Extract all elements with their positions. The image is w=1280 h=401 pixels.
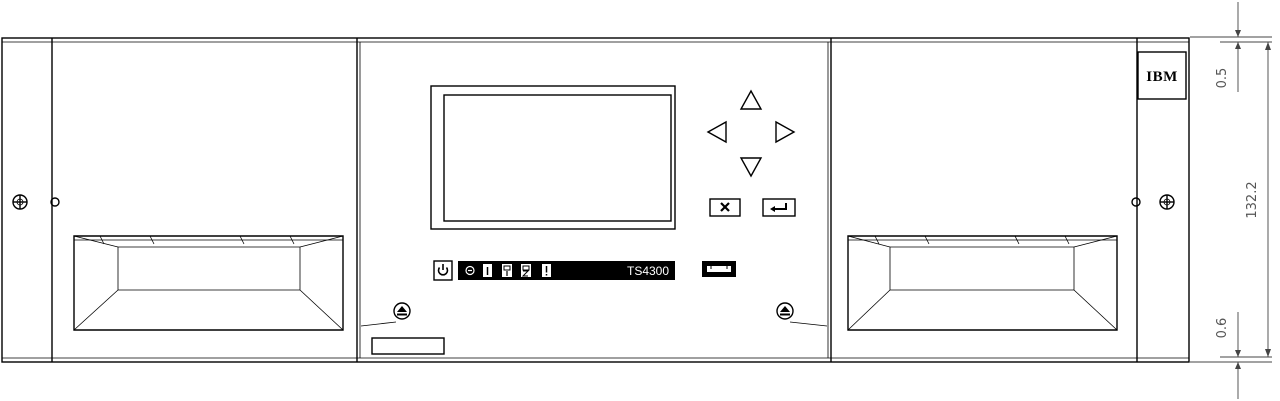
chassis	[1, 37, 1190, 363]
cancel-button[interactable]	[709, 198, 741, 217]
activity-icon	[465, 265, 475, 276]
nav-up-button[interactable]	[739, 89, 763, 110]
enter-button[interactable]	[762, 198, 796, 217]
up-arrow-icon	[739, 89, 763, 110]
enter-icon	[770, 203, 787, 212]
cancel-icon	[720, 202, 730, 212]
eject-icon	[397, 306, 407, 316]
label-plate	[371, 337, 445, 355]
down-arrow-icon	[739, 157, 763, 178]
right-arrow-icon	[775, 120, 796, 144]
dimension-height: 132.2	[1245, 181, 1260, 218]
right-magazine-handle[interactable]	[847, 235, 1118, 331]
left-alignment-hole	[50, 197, 60, 207]
info-icon	[483, 264, 492, 277]
nav-left-button[interactable]	[706, 120, 727, 144]
right-eject-lever	[789, 321, 828, 327]
lcd-display[interactable]	[430, 85, 676, 230]
model-label: TS4300	[627, 264, 669, 278]
drive-1-icon	[502, 264, 512, 277]
left-thumbscrew-icon[interactable]	[12, 194, 28, 210]
brand-badge: IBM	[1137, 51, 1187, 100]
left-magazine-handle[interactable]	[73, 235, 344, 331]
right-eject-button[interactable]	[776, 302, 794, 320]
left-magazine[interactable]	[73, 38, 361, 362]
operator-panel: TS4300	[360, 85, 828, 355]
left-eject-button[interactable]	[393, 302, 411, 320]
left-eject-lever	[360, 321, 397, 327]
right-rack-ear: IBM	[1131, 38, 1187, 362]
usb-port-icon	[707, 266, 731, 272]
drive-2-icon	[521, 264, 531, 277]
brand-logo-text: IBM	[1146, 69, 1178, 85]
nav-right-button[interactable]	[775, 120, 796, 144]
left-arrow-icon	[706, 120, 727, 144]
usb-port[interactable]	[702, 261, 736, 277]
right-alignment-hole	[1131, 197, 1141, 207]
nav-down-button[interactable]	[739, 157, 763, 178]
status-strip: TS4300	[458, 261, 675, 280]
right-magazine[interactable]	[827, 38, 1118, 362]
right-thumbscrew-icon[interactable]	[1159, 194, 1175, 210]
left-rack-ear	[12, 38, 60, 362]
power-button[interactable]	[433, 260, 453, 281]
dimension-annotations: 0.5 132.2 0.6	[1190, 2, 1272, 399]
power-icon	[437, 264, 449, 276]
warning-icon	[542, 264, 551, 277]
dimension-top-offset: 0.5	[1215, 68, 1230, 89]
eject-icon	[780, 306, 790, 316]
dimension-bottom-offset: 0.6	[1215, 318, 1230, 339]
